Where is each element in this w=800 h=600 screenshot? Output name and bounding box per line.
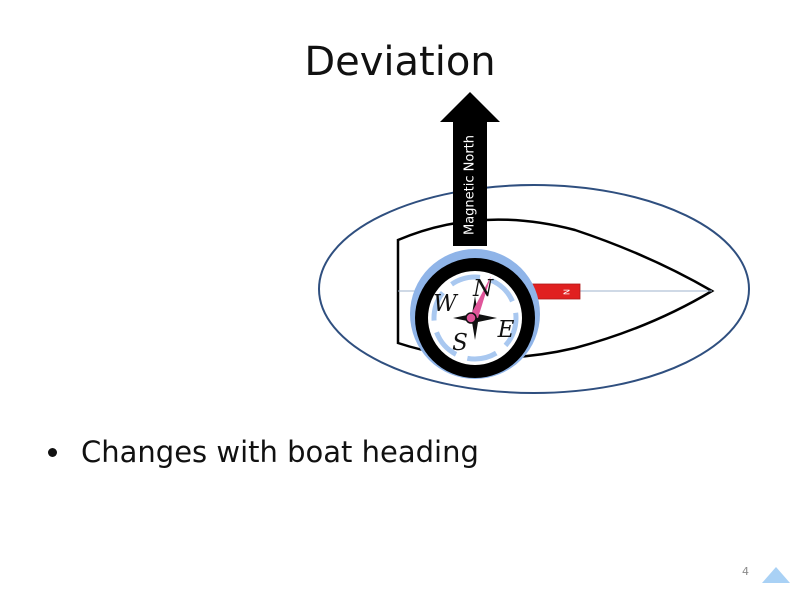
magnet-bar: N (524, 283, 581, 300)
outer-ellipse (318, 184, 750, 394)
corner-triangle-icon (762, 567, 790, 583)
compass-letter-w: W (433, 291, 459, 317)
magnet-letter: N (562, 289, 571, 295)
arrow-label: Magnetic North (463, 135, 478, 235)
slide-title: Deviation (304, 39, 496, 85)
bullet-item: Changes with boat heading (48, 430, 479, 474)
bullet-list: Changes with boat heading (48, 430, 479, 474)
bullet-dot-icon (48, 447, 57, 457)
compass-letter-s: S (452, 330, 468, 356)
slide-number: 4 (742, 565, 749, 578)
compass-letter-e: E (497, 317, 515, 343)
compass-needle (470, 276, 491, 318)
bullet-text: Changes with boat heading (81, 435, 479, 469)
magnetic-north-arrow: Magnetic North (440, 92, 500, 246)
compass-letter-n: N (472, 276, 494, 302)
compass: N W E S (410, 249, 540, 379)
